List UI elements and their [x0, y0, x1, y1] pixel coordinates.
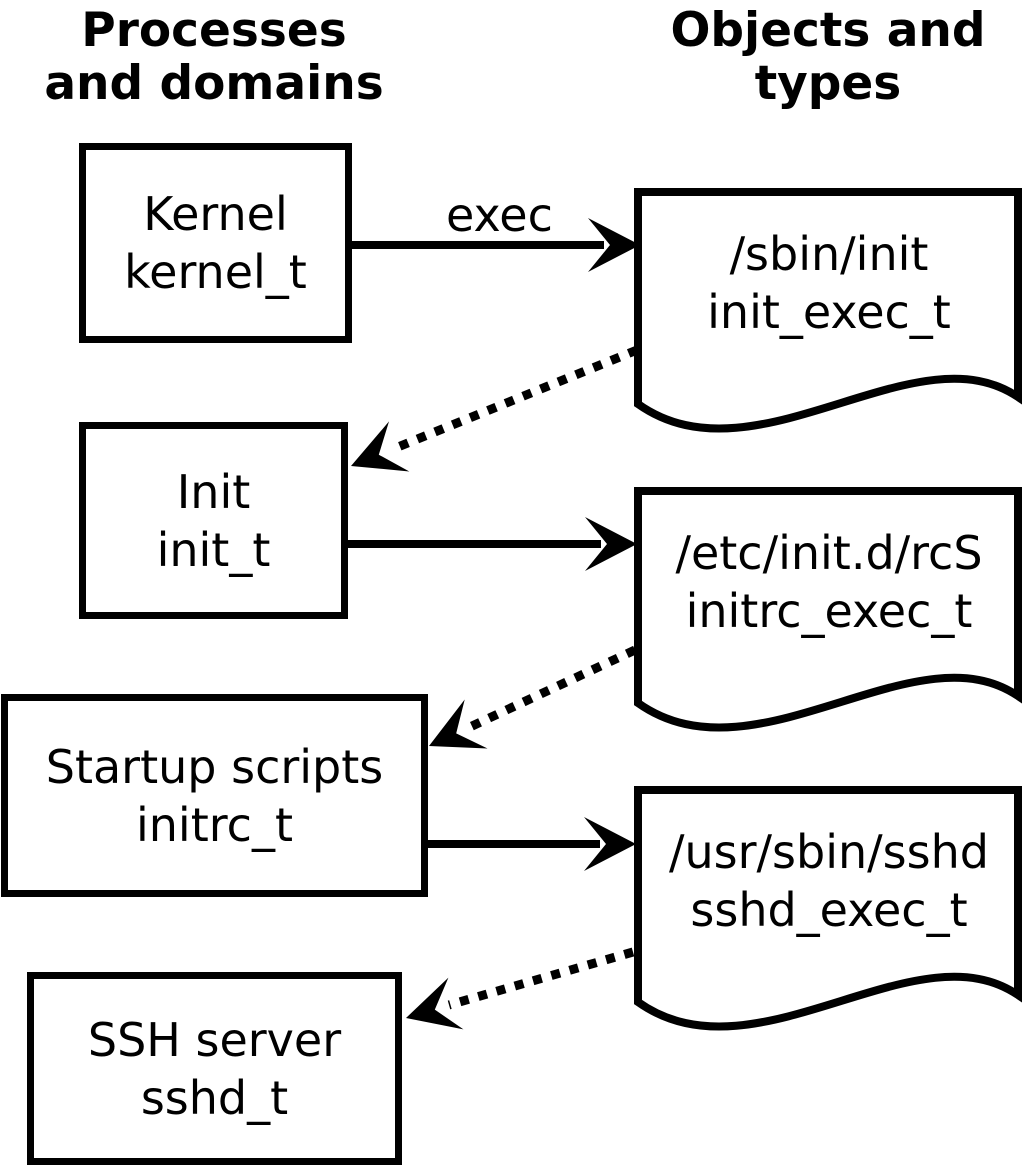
- arrowhead-icon: [406, 977, 464, 1030]
- exec-arrow-kernel-to-sbin-init: [352, 218, 640, 272]
- process-box-startup-scripts: Startup scripts initrc_t: [1, 694, 428, 897]
- process-name: Kernel: [143, 187, 288, 241]
- process-name: Init: [176, 464, 251, 519]
- object-path: /sbin/init: [729, 227, 929, 281]
- exec-arrow-label: exec: [446, 188, 553, 242]
- process-domain: initrc_t: [136, 797, 293, 852]
- object-label-usr-sbin-sshd: /usr/sbin/sshd sshd_exec_t: [640, 788, 1018, 974]
- process-box-init: Init init_t: [79, 422, 348, 619]
- object-path: /usr/sbin/sshd: [669, 825, 989, 879]
- transition-arrow-line: [468, 645, 637, 732]
- column-heading-processes: Processes and domains: [14, 4, 414, 110]
- object-type: initrc_exec_t: [685, 584, 973, 638]
- process-box-ssh-server: SSH server sshd_t: [27, 972, 402, 1165]
- column-heading-objects: Objects and types: [643, 4, 1013, 110]
- arrowhead-icon: [585, 517, 637, 571]
- heading-line: Objects and: [670, 3, 986, 58]
- process-name: SSH server: [87, 1012, 342, 1067]
- process-domain: kernel_t: [124, 245, 307, 299]
- heading-line: types: [754, 56, 902, 111]
- transition-arrow-sbin-init-to-init: [351, 345, 639, 472]
- arrowhead-icon: [429, 699, 488, 749]
- transition-arrow-line: [447, 947, 635, 1010]
- transition-arrow-sshd-to-sshserver: [406, 947, 635, 1030]
- object-doc-shape-usr-sbin-sshd: [634, 786, 1022, 1031]
- process-box-kernel: Kernel kernel_t: [79, 143, 352, 343]
- object-path: /etc/init.d/rcS: [675, 526, 983, 580]
- transition-arrow-line: [391, 345, 639, 454]
- process-name: Startup scripts: [45, 739, 384, 794]
- heading-line: and domains: [44, 56, 384, 111]
- arrowhead-icon: [351, 421, 410, 472]
- exec-arrow-init-to-etc-initd-rcs: [348, 517, 637, 571]
- heading-line: Processes: [81, 3, 347, 58]
- arrowhead-icon: [588, 218, 640, 272]
- object-type: sshd_exec_t: [690, 883, 968, 937]
- object-doc-shape-etc-initd-rcs: [634, 487, 1022, 732]
- arrowhead-icon: [584, 817, 636, 871]
- object-label-etc-initd-rcs: /etc/init.d/rcS initrc_exec_t: [640, 489, 1018, 675]
- object-label-sbin-init: /sbin/init init_exec_t: [640, 190, 1018, 376]
- transition-arrow-rcs-to-startup: [429, 645, 637, 749]
- exec-arrow-startup-to-usr-sbin-sshd: [428, 817, 636, 871]
- process-domain: init_t: [156, 522, 271, 577]
- object-doc-shape-sbin-init: [634, 188, 1022, 433]
- object-type: init_exec_t: [707, 285, 951, 339]
- process-domain: sshd_t: [140, 1070, 289, 1125]
